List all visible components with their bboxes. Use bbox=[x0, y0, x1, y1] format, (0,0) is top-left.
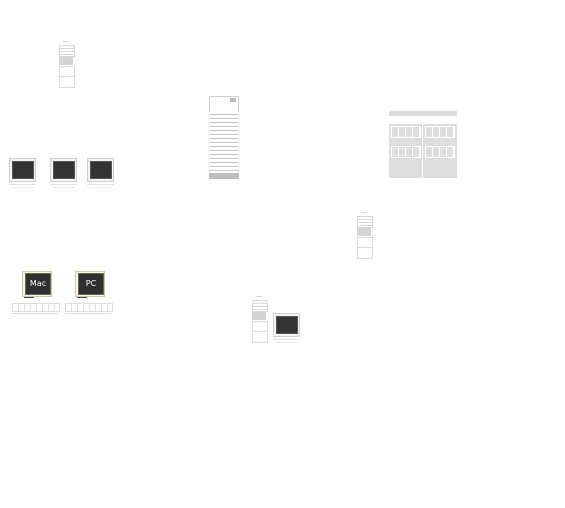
monitor-icon bbox=[87, 158, 114, 190]
server-rack-icon bbox=[209, 96, 239, 180]
pc-workstation-icon: PC bbox=[65, 271, 113, 317]
monitor-icon bbox=[50, 158, 77, 190]
monitor-icon bbox=[9, 158, 36, 190]
server-tower-icon bbox=[356, 212, 373, 259]
server-tower-icon bbox=[251, 296, 268, 343]
monitor-icon bbox=[273, 313, 300, 345]
mac-label: Mac bbox=[25, 273, 51, 295]
pc-label: PC bbox=[78, 273, 104, 295]
mac-workstation-icon: Mac bbox=[12, 271, 60, 317]
server-tower-icon bbox=[58, 41, 75, 88]
storage-cabinet-icon bbox=[389, 111, 457, 179]
